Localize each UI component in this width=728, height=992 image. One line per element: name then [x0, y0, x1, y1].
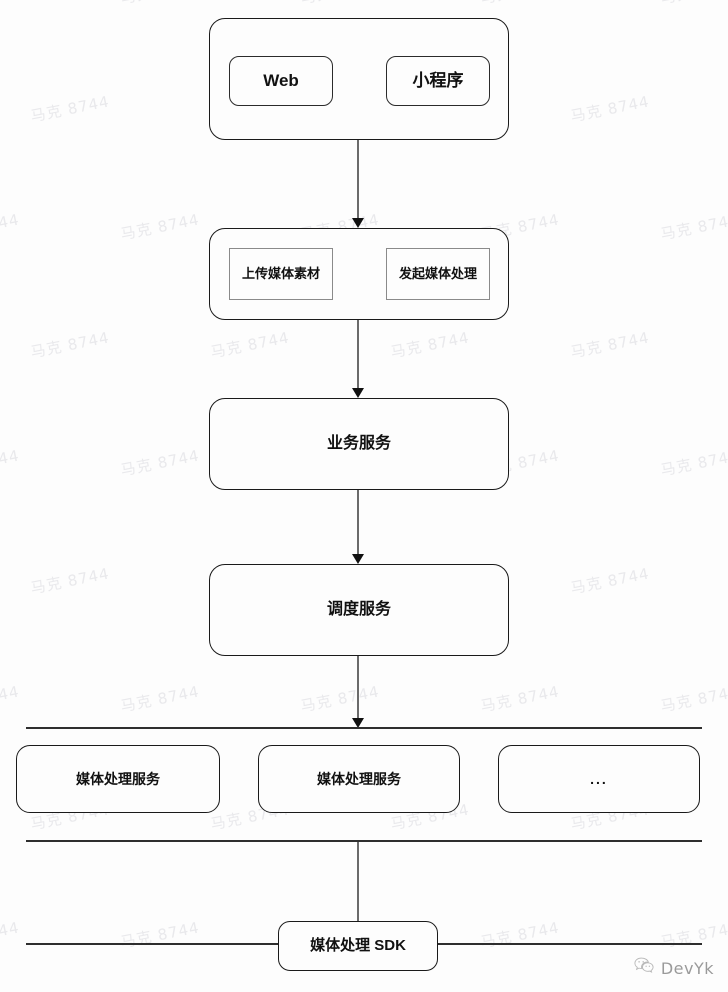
arrow-stem — [357, 840, 359, 930]
watermark-text: 马克 8744 — [299, 682, 382, 716]
watermark-text: 马克 8744 — [479, 682, 562, 716]
worker-box-2[interactable]: 媒体处理服务 — [258, 745, 460, 813]
arrow-stem — [357, 140, 359, 218]
watermark-text: 马克 8744 — [119, 446, 202, 480]
watermark-text: 马克 8744 — [659, 682, 728, 716]
action-box-upload-label: 上传媒体素材 — [241, 266, 320, 282]
watermark-text: 马克 8744 — [0, 210, 22, 244]
watermark-text: 马克 8744 — [0, 918, 22, 952]
lane-divider-top — [26, 727, 702, 729]
brand-badge: DevYk — [634, 957, 714, 980]
brand-name: DevYk — [660, 959, 714, 978]
business-service-box[interactable]: 业务服务 — [209, 398, 509, 490]
watermark-text: 马克 8744 — [389, 328, 472, 362]
sdk-box-label: 媒体处理 SDK — [310, 937, 406, 954]
watermark-text: 马克 8744 — [209, 328, 292, 362]
watermark-text: 马克 8744 — [659, 0, 728, 8]
watermark-text: 马克 8744 — [0, 446, 22, 480]
watermark-text: 马克 8744 — [659, 446, 728, 480]
arrow-head — [352, 718, 364, 728]
watermark-text: 马克 8744 — [569, 92, 652, 126]
watermark-text: 马克 8744 — [0, 0, 21, 8]
arrow-head — [352, 218, 364, 228]
watermark-text: 马克 8744 — [299, 0, 381, 8]
arrow-client-to-action — [352, 140, 364, 228]
action-layer-group: 上传媒体素材 发起媒体处理 — [209, 228, 509, 320]
watermark-text: 马克 8744 — [569, 564, 652, 598]
watermark-text: 马克 8744 — [569, 328, 652, 362]
arrow-head — [352, 554, 364, 564]
wechat-icon — [634, 957, 654, 980]
watermark-text: 马克 8744 — [29, 92, 112, 126]
action-box-process-label: 发起媒体处理 — [398, 266, 477, 282]
watermark-text: 马克 8744 — [659, 210, 728, 244]
arrow-stem — [357, 320, 359, 388]
lane-divider-middle — [26, 840, 702, 842]
worker-box-3[interactable]: ... — [498, 745, 700, 813]
schedule-service-label: 调度服务 — [326, 601, 391, 619]
watermark-text: 马克 8744 — [119, 0, 201, 8]
worker-box-1[interactable]: 媒体处理服务 — [16, 745, 220, 813]
worker-box-3-label: ... — [590, 770, 608, 787]
worker-box-2-label: 媒体处理服务 — [317, 770, 401, 787]
watermark-text: 马克 8744 — [29, 564, 112, 598]
watermark-text: 马克 8744 — [479, 918, 562, 952]
watermark-text: 马克 8744 — [119, 682, 202, 716]
watermark-text: 马克 8744 — [119, 918, 202, 952]
arrow-business-to-schedule — [352, 490, 364, 564]
client-box-miniprogram[interactable]: 小程序 — [386, 56, 490, 106]
arrow-schedule-to-workers — [352, 656, 364, 728]
client-layer-group: Web 小程序 — [209, 18, 509, 140]
sdk-box[interactable]: 媒体处理 SDK — [278, 921, 438, 971]
client-box-web-label: Web — [263, 70, 299, 90]
watermark-text: 马克 8744 — [119, 210, 202, 244]
schedule-service-box[interactable]: 调度服务 — [209, 564, 509, 656]
business-service-label: 业务服务 — [326, 435, 391, 453]
client-box-web[interactable]: Web — [229, 56, 333, 106]
arrow-stem — [357, 490, 359, 554]
action-box-process[interactable]: 发起媒体处理 — [386, 248, 490, 300]
watermark-text: 马克 8744 — [659, 918, 728, 952]
arrow-action-to-business — [352, 320, 364, 398]
action-box-upload[interactable]: 上传媒体素材 — [229, 248, 333, 300]
arrow-head — [352, 388, 364, 398]
watermark-text: 马克 8744 — [0, 682, 22, 716]
worker-box-1-label: 媒体处理服务 — [76, 770, 160, 787]
arrow-stem — [357, 656, 359, 718]
watermark-text: 马克 8744 — [29, 328, 112, 362]
watermark-text: 马克 8744 — [479, 0, 561, 8]
client-box-miniprogram-label: 小程序 — [412, 70, 464, 90]
